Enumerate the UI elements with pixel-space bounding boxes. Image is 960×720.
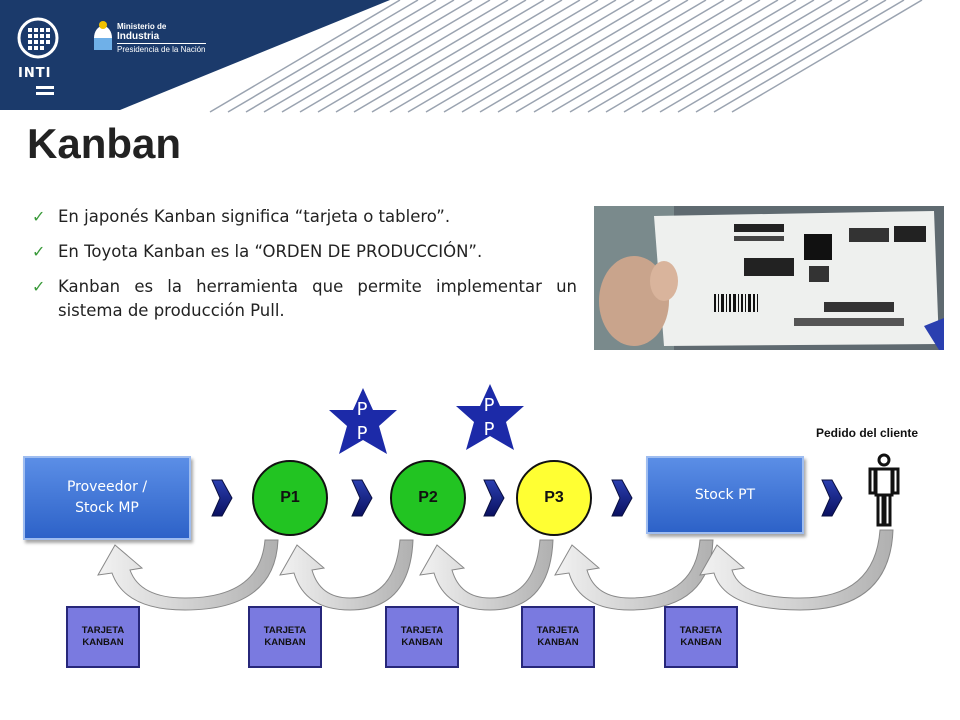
kanban-card-photo bbox=[594, 206, 944, 350]
ministry-line-2: Industria bbox=[117, 31, 160, 42]
stock-label: Stock PT bbox=[694, 486, 756, 503]
star-icon bbox=[456, 384, 524, 450]
supplier-label: Proveedor / Stock MP bbox=[66, 479, 148, 516]
inti-logo-icon bbox=[17, 17, 59, 95]
customer-person-icon bbox=[868, 453, 900, 527]
bullet-item: ✓ En Toyota Kanban es la “ORDEN DE PRODUC… bbox=[32, 240, 577, 264]
process-label: P1 bbox=[280, 489, 300, 506]
process-p2: P2 bbox=[390, 460, 466, 536]
process-p1: P1 bbox=[252, 460, 328, 536]
star-icon bbox=[329, 388, 397, 454]
check-icon: ✓ bbox=[32, 242, 46, 261]
kanban-flow-diagram bbox=[97, 453, 900, 611]
bullet-list: ✓ En japonés Kanban significa “tarjeta o … bbox=[32, 205, 577, 334]
page-title: Kanban bbox=[27, 120, 182, 167]
process-label: P2 bbox=[418, 489, 438, 506]
inti-label: INTI bbox=[18, 66, 52, 81]
kanban-card-label: TARJETA KANBAN bbox=[400, 625, 444, 648]
return-arrow-icon bbox=[279, 539, 414, 611]
kanban-card: TARJETA KANBAN bbox=[664, 606, 738, 668]
ministry-line-1: Ministerio de bbox=[117, 22, 167, 31]
kanban-card: TARJETA KANBAN bbox=[66, 606, 140, 668]
flow-arrow-icon bbox=[821, 479, 843, 517]
bullet-text: En japonés Kanban significa “tarjeta o t… bbox=[58, 207, 451, 226]
check-icon: ✓ bbox=[32, 277, 46, 296]
argentina-shield-icon bbox=[94, 21, 112, 50]
customer-order-label: Pedido del cliente bbox=[816, 426, 919, 440]
check-icon: ✓ bbox=[32, 207, 46, 226]
flow-arrow-icon bbox=[611, 479, 633, 517]
kanban-card: TARJETA KANBAN bbox=[521, 606, 595, 668]
header-band bbox=[0, 0, 923, 113]
bullet-item: ✓ En japonés Kanban significa “tarjeta o … bbox=[32, 205, 577, 229]
kanban-card: TARJETA KANBAN bbox=[385, 606, 459, 668]
return-arrow-icon bbox=[97, 539, 279, 611]
bullet-item: ✓ Kanban es la herramienta que permite im… bbox=[32, 275, 577, 323]
supplier-stock-box: Proveedor / Stock MP bbox=[23, 456, 191, 540]
return-arrow-icon bbox=[699, 529, 894, 611]
return-arrow-icon bbox=[554, 539, 714, 611]
ministry-line-3: Presidencia de la Nación bbox=[117, 43, 206, 54]
kanban-card-label: TARJETA KANBAN bbox=[536, 625, 580, 648]
bullet-text: En Toyota Kanban es la “ORDEN DE PRODUCC… bbox=[58, 242, 483, 261]
kanban-card-label: TARJETA KANBAN bbox=[263, 625, 307, 648]
process-p3: P3 bbox=[516, 460, 592, 536]
process-label: P3 bbox=[544, 489, 564, 506]
return-arrow-icon bbox=[419, 539, 554, 611]
flow-arrow-icon bbox=[211, 479, 233, 517]
flow-arrow-icon bbox=[351, 479, 373, 517]
ministry-logo-text: Ministerio de Industria Presidencia de l… bbox=[117, 22, 206, 55]
bullet-text: Kanban es la herramienta que permite imp… bbox=[58, 277, 577, 320]
flow-arrow-icon bbox=[483, 479, 505, 517]
finished-stock-box: Stock PT bbox=[646, 456, 804, 534]
kanban-card-label: TARJETA KANBAN bbox=[679, 625, 723, 648]
kanban-card-label: TARJETA KANBAN bbox=[81, 625, 125, 648]
kanban-card: TARJETA KANBAN bbox=[248, 606, 322, 668]
